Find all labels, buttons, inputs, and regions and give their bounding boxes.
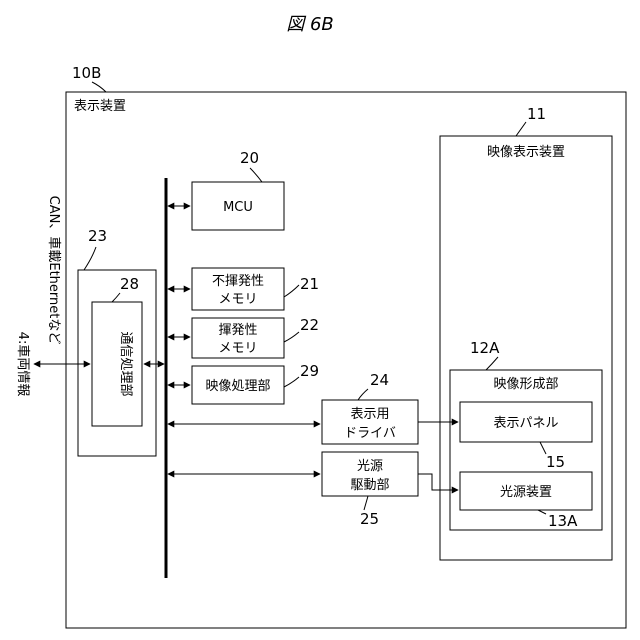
- image-forming-label: 映像形成部: [493, 377, 558, 392]
- figure-title: 図 6B: [286, 14, 334, 35]
- volatile-memory-label-1: 揮発性: [218, 323, 257, 338]
- display-driver-ref: 24: [370, 371, 389, 389]
- image-forming-ref: 12A: [470, 339, 500, 357]
- volatile-memory-ref: 22: [300, 316, 319, 334]
- display-panel-ref: 15: [546, 453, 565, 471]
- display-panel-label: 表示パネル: [493, 416, 558, 431]
- nonvolatile-memory-label-1: 不揮発性: [212, 274, 264, 289]
- comm-processor-ref: 28: [120, 275, 139, 293]
- volatile-memory-label-2: メモリ: [218, 341, 257, 356]
- display-device-ref: 10B: [72, 64, 101, 82]
- external-label-2: CAN、車載Ethernetなど: [46, 196, 61, 345]
- mcu-ref: 20: [240, 149, 259, 167]
- video-display-label: 映像表示装置: [487, 145, 565, 160]
- nonvolatile-memory-ref: 21: [300, 275, 319, 293]
- display-driver-label-1: 表示用: [350, 407, 389, 422]
- light-source-label: 光源装置: [500, 485, 552, 500]
- video-display-ref: 11: [527, 105, 546, 123]
- display-device-leader: [92, 82, 106, 92]
- light-driver-label-1: 光源: [357, 459, 383, 474]
- light-source-ref: 13A: [548, 512, 578, 530]
- nonvolatile-memory-label-2: メモリ: [218, 292, 257, 307]
- display-driver-label-2: ドライバ: [344, 426, 396, 441]
- mcu-label: MCU: [223, 200, 253, 215]
- light-driver-ref: 25: [360, 510, 379, 528]
- comm-processor-block: [92, 302, 142, 426]
- comm-processor-label: 通信処理部: [118, 331, 133, 396]
- video-processor-label: 映像処理部: [205, 379, 270, 394]
- external-label-1: 4:車両情報: [15, 332, 30, 397]
- comm-unit-ref: 23: [88, 227, 107, 245]
- display-device-label: 表示装置: [74, 99, 126, 114]
- video-processor-ref: 29: [300, 362, 319, 380]
- light-driver-label-2: 駆動部: [350, 478, 389, 493]
